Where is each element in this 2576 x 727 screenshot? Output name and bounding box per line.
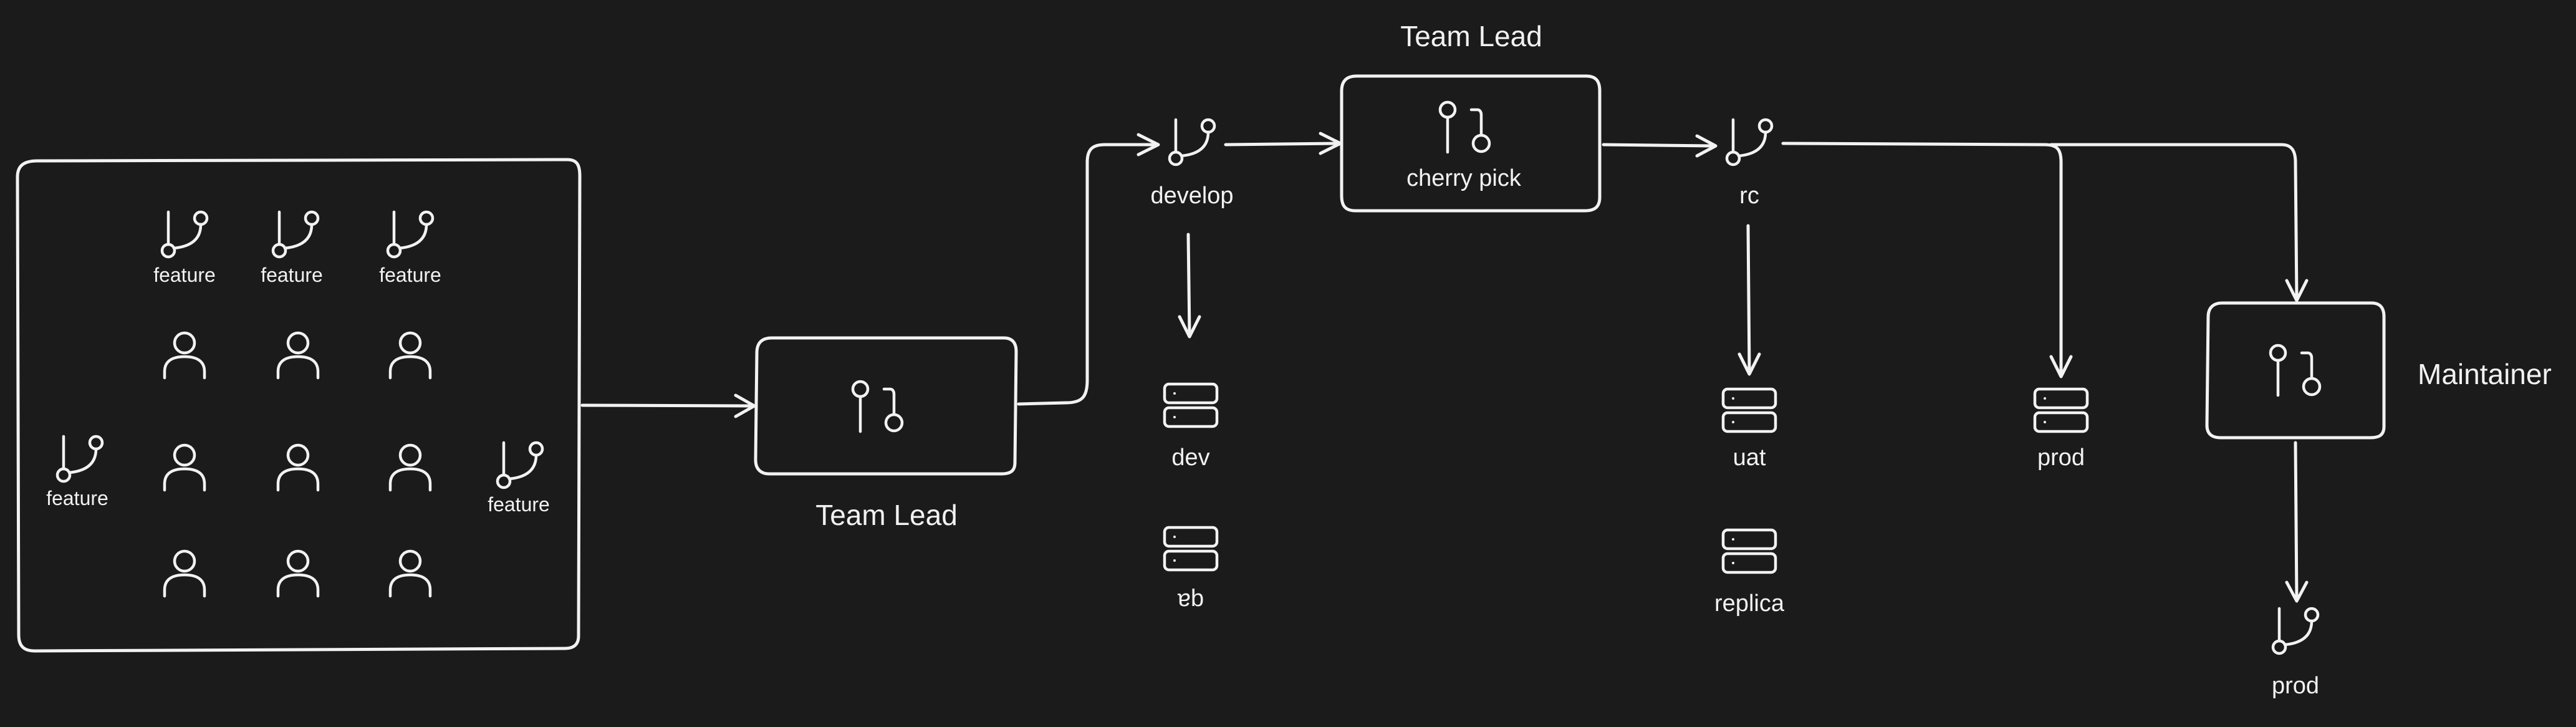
person-icon xyxy=(390,333,430,378)
arrow-rc-to-maintainer xyxy=(2049,143,2309,302)
person-icon xyxy=(165,551,204,596)
maintainer-pr-box xyxy=(2205,301,2386,440)
feature-label: feature xyxy=(488,493,550,516)
branch-icon xyxy=(273,212,318,257)
developers xyxy=(165,333,430,596)
prod-label: prod xyxy=(2037,445,2085,471)
branch-icon xyxy=(162,212,207,257)
develop-label: develop xyxy=(1150,183,1233,209)
cherry-pick-box xyxy=(1340,74,1602,213)
feature-label: feature xyxy=(153,264,216,286)
feature-branch-5: feature xyxy=(488,443,550,516)
person-icon xyxy=(278,333,318,378)
final-prod-label: prod xyxy=(2272,673,2319,699)
develop-branch xyxy=(1170,120,1214,165)
review-label: Team Lead xyxy=(815,499,958,531)
branch-icon xyxy=(1170,120,1214,165)
branch-icon xyxy=(497,443,542,488)
feature-label: feature xyxy=(46,487,108,509)
feature-label: feature xyxy=(379,264,441,286)
dev-server-icon xyxy=(1165,384,1217,426)
uat-server-icon xyxy=(1723,389,1776,431)
maintainer-label: Maintainer xyxy=(2418,358,2552,390)
team-box xyxy=(16,158,582,653)
uat-label: uat xyxy=(1733,445,1766,471)
arrow-review-to-develop xyxy=(1017,133,1160,406)
pull-request-icon xyxy=(2271,345,2320,395)
person-icon xyxy=(165,445,204,490)
feature-branch-1: feature xyxy=(153,212,216,286)
cherry-pick-label: cherry pick xyxy=(1406,165,1522,191)
branch-icon xyxy=(1727,120,1772,165)
qa-label: qa xyxy=(1177,588,1204,614)
pull-request-icon xyxy=(1440,102,1489,152)
person-icon xyxy=(390,551,430,596)
arrow-develop-to-dev xyxy=(1178,233,1201,339)
arrow-rc-to-prod xyxy=(1781,142,2073,378)
review-pr-box xyxy=(754,336,1018,476)
replica-label: replica xyxy=(1714,590,1785,617)
feature-branch-3: feature xyxy=(379,212,441,286)
dev-label: dev xyxy=(1171,445,1209,471)
prod-branch xyxy=(2273,609,2318,653)
feature-branch-4: feature xyxy=(46,436,108,509)
feature-branch-2: feature xyxy=(261,212,323,286)
qa-server-icon xyxy=(1165,527,1217,570)
arrow-develop-to-cherry xyxy=(1224,132,1342,155)
branch-icon xyxy=(2273,609,2318,653)
replica-server-icon xyxy=(1723,530,1776,572)
arrow-cherry-to-rc xyxy=(1602,134,1718,158)
person-icon xyxy=(278,551,318,596)
person-icon xyxy=(390,445,430,490)
branch-icon xyxy=(388,212,433,257)
person-icon xyxy=(165,333,204,378)
prod-server-icon xyxy=(2035,389,2087,431)
person-icon xyxy=(278,445,318,490)
arrow-maintainer-to-prod xyxy=(2285,441,2309,603)
branch-icon xyxy=(57,436,102,481)
pull-request-icon xyxy=(853,382,902,431)
rc-branch xyxy=(1727,120,1772,165)
arrow-rc-to-uat xyxy=(1737,224,1761,376)
rc-label: rc xyxy=(1739,183,1759,209)
cherry-pick-title: Team Lead xyxy=(1400,20,1542,52)
arrow-team-to-review xyxy=(580,393,756,418)
feature-label: feature xyxy=(261,264,323,286)
